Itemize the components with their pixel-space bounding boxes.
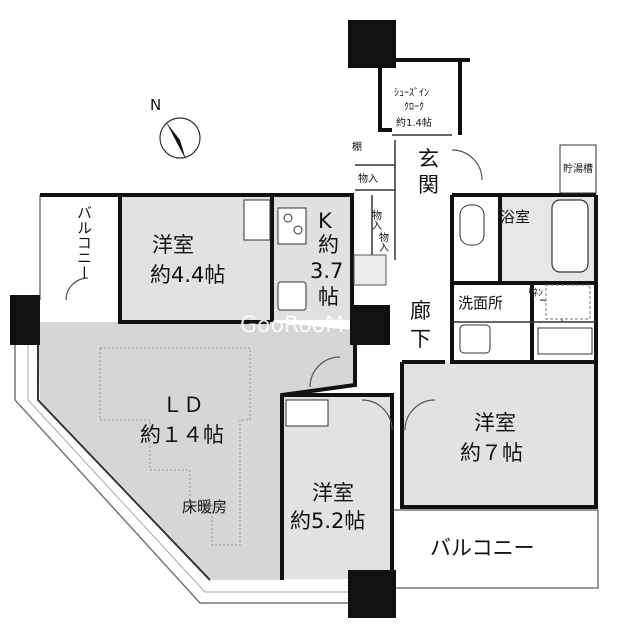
balcony-bottom-name: バルコニー <box>430 536 535 560</box>
water-heater-name: 貯湯槽 <box>563 162 593 175</box>
closet-room-c <box>537 327 593 355</box>
room-a-name: 洋室 <box>152 233 194 257</box>
water-heater-icon <box>559 144 597 194</box>
washroom-name: 洗面所 <box>458 294 503 312</box>
washbasin-icon <box>459 324 491 354</box>
ld-name: ＬＤ <box>162 393 204 417</box>
room-b-size: 約5.2帖 <box>290 509 365 533</box>
compass-ring <box>159 117 201 159</box>
linen-name: ﾘﾈﾝ <box>528 287 543 299</box>
kitchen-counter <box>353 254 387 286</box>
hallway-line1: 廊 <box>410 299 431 323</box>
sink-icon <box>277 281 307 311</box>
outer-rail-inner <box>27 345 350 593</box>
walls <box>40 58 598 580</box>
balcony-left-rail <box>37 322 211 581</box>
balcony-left-name: バルコニー <box>75 205 93 280</box>
kitchen-line3: 帖 <box>318 285 339 309</box>
entrance-line2: 関 <box>418 173 439 197</box>
ld-size: 約１４帖 <box>140 423 224 447</box>
shoes-closet-line3: 約1.4帖 <box>396 116 432 129</box>
room-a-size: 約4.4帖 <box>150 263 225 287</box>
stove-burner-icon <box>283 213 293 223</box>
bathtub-icon <box>551 199 589 273</box>
stove-burner-icon <box>293 225 303 235</box>
shoes-closet-line2: ｸﾛｰｸ <box>404 101 424 113</box>
bath-name: 浴室 <box>500 208 530 226</box>
kitchen-line2: 3.7 <box>310 259 343 283</box>
compass-arrow-icon <box>166 122 186 160</box>
room-c-name: 洋室 <box>474 411 516 435</box>
columns <box>10 20 396 618</box>
hallway-line2: 下 <box>410 327 431 351</box>
closet-room-a <box>243 199 271 241</box>
watermark: GooRooM <box>240 313 344 338</box>
room-c-size: 約７帖 <box>460 441 523 465</box>
storage-label-1: 物入 <box>358 172 378 185</box>
closet-room-b <box>285 399 329 427</box>
shoes-closet-line1: ｼｭｰｽﾞｲﾝ <box>394 87 429 99</box>
ld-floor <box>38 322 355 580</box>
toilet-icon <box>459 204 485 246</box>
storage-label-2: 物入 <box>370 209 382 230</box>
outer-rail <box>14 340 350 604</box>
kitchen-name: K <box>318 209 333 233</box>
storage-label-3: 物入 <box>377 231 389 252</box>
floor-heating-label: 床暖房 <box>182 498 227 516</box>
room-b-name: 洋室 <box>312 481 354 505</box>
stove-icon <box>277 207 307 245</box>
room-b-floor <box>282 397 392 579</box>
shelf-name: 棚 <box>352 140 362 153</box>
entrance-line1: 玄 <box>418 147 439 171</box>
floor-heating-zone <box>99 347 251 546</box>
linen-cabinet <box>545 284 591 320</box>
kitchen-line1: 約 <box>318 233 339 257</box>
room-c-floor <box>402 362 596 507</box>
compass-north-letter: N <box>150 96 161 114</box>
